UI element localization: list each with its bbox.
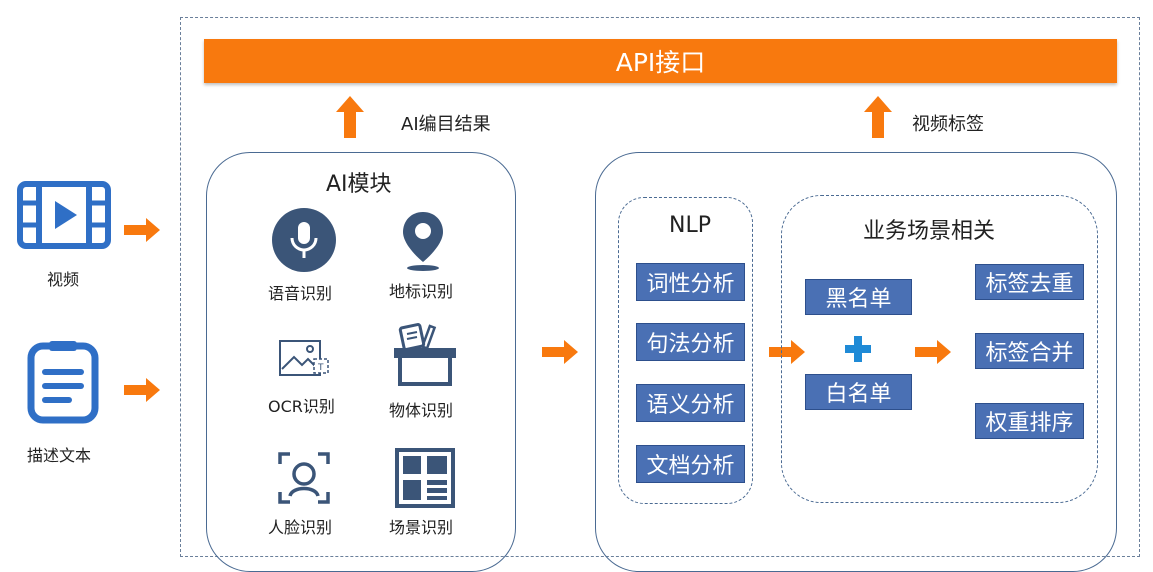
svg-text:T: T: [317, 363, 324, 373]
ai-item-label: 场景识别: [389, 518, 454, 537]
right-arrow-icon: [769, 340, 805, 364]
right-arrow-icon: [915, 340, 951, 364]
ai-item-label: 人脸识别: [268, 518, 333, 537]
video-icon: [17, 181, 111, 249]
nlp-item: 语义分析: [636, 384, 745, 422]
scene-grid-icon: [395, 448, 455, 508]
ai-item-label: OCR识别: [268, 397, 335, 416]
face-scan-icon: [278, 452, 330, 504]
up-arrow-icon: [864, 96, 892, 138]
whitelist-tag: 白名单: [805, 374, 912, 410]
api-interface-bar: API接口: [204, 39, 1117, 83]
right-arrow-icon: [124, 218, 160, 242]
location-pin-icon: [403, 212, 443, 271]
text-input-label: 描述文本: [27, 446, 92, 465]
weight-sort: 权重排序: [975, 403, 1084, 439]
ai-item-label: 物体识别: [389, 401, 454, 420]
object-basket-icon: [394, 323, 456, 386]
ai-result-label: AI编目结果: [401, 114, 491, 135]
ai-item-label: 地标识别: [389, 282, 454, 301]
up-arrow-icon: [336, 96, 364, 138]
tag-dedup: 标签去重: [975, 264, 1084, 300]
nlp-item: 词性分析: [636, 263, 745, 301]
ocr-image-icon: T: [279, 340, 329, 376]
document-icon: [27, 341, 99, 424]
blacklist-tag: 黑名单: [805, 279, 912, 315]
nlp-item: 句法分析: [636, 323, 745, 361]
plus-icon: [845, 336, 871, 362]
ai-module-box: [206, 152, 516, 572]
ai-module-title: AI模块: [326, 172, 392, 197]
right-arrow-icon: [124, 378, 160, 402]
business-title: 业务场景相关: [863, 219, 996, 244]
nlp-title: NLP: [669, 213, 711, 238]
microphone-icon: [272, 208, 336, 272]
video-tags-label: 视频标签: [912, 114, 984, 135]
ai-item-label: 语音识别: [268, 284, 333, 303]
video-input-label: 视频: [47, 270, 80, 289]
tag-merge: 标签合并: [975, 333, 1084, 369]
business-box: [781, 195, 1098, 503]
nlp-item: 文档分析: [636, 445, 745, 483]
nlp-box: [618, 197, 753, 504]
right-arrow-icon: [542, 340, 578, 364]
